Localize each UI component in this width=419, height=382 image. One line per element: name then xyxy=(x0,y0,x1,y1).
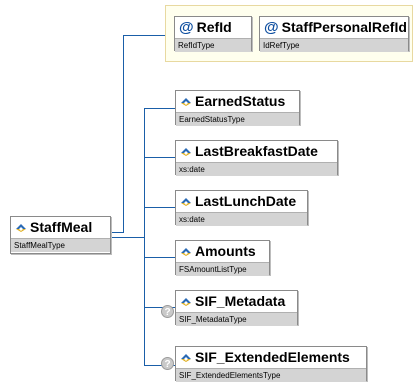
element-icon xyxy=(181,298,191,307)
root-element-type: StaffMealType xyxy=(11,238,110,252)
connector-seq-vertical xyxy=(144,108,145,365)
element-lastbreakfastdate-type: xs:date xyxy=(176,162,337,176)
element-sif-extendedelements-name: SIF_ExtendedElements xyxy=(195,349,350,365)
attribute-refid[interactable]: @RefId RefIdType xyxy=(174,16,252,52)
element-earnedstatus[interactable]: EarnedStatus EarnedStatusType xyxy=(175,90,300,126)
attribute-staffpersonalrefid-type: IdRefType xyxy=(260,38,408,52)
element-icon xyxy=(181,354,191,363)
element-amounts[interactable]: Amounts FSAmountListType xyxy=(175,240,270,276)
element-amounts-type: FSAmountListType xyxy=(176,262,269,276)
element-sif-metadata-name: SIF_Metadata xyxy=(195,293,286,309)
element-icon xyxy=(181,98,191,107)
element-earnedstatus-type: EarnedStatusType xyxy=(176,112,299,126)
element-lastbreakfastdate-name: LastBreakfastDate xyxy=(195,143,318,159)
element-lastlunchdate-name: LastLunchDate xyxy=(195,193,297,209)
element-sif-metadata[interactable]: SIF_Metadata SIF_MetadataType xyxy=(175,290,298,326)
connector-sif-metadata xyxy=(144,307,175,308)
attribute-at-icon: @ xyxy=(179,19,194,36)
element-icon xyxy=(16,224,26,233)
element-sif-metadata-type: SIF_MetadataType xyxy=(176,312,297,326)
optional-question-icon: ? xyxy=(161,305,174,318)
connector-attrs-top xyxy=(123,35,165,36)
connector-sif-extended xyxy=(144,365,175,366)
connector-amounts xyxy=(144,257,175,258)
attribute-group: @RefId RefIdType @StaffPersonalRefId IdR… xyxy=(165,5,413,62)
element-lastlunchdate-type: xs:date xyxy=(176,212,307,226)
attribute-refid-name: RefId xyxy=(196,19,232,35)
element-sif-extendedelements-type: SIF_ExtendedElementsType xyxy=(176,368,366,382)
connector-root-to-seq xyxy=(111,237,144,238)
element-sif-extendedelements[interactable]: SIF_ExtendedElements SIF_ExtendedElement… xyxy=(175,346,367,382)
connector-lastlunchdate xyxy=(144,207,175,208)
root-element-staffmeal[interactable]: StaffMeal StaffMealType xyxy=(10,216,111,254)
element-icon xyxy=(181,248,191,257)
element-lastlunchdate[interactable]: LastLunchDate xs:date xyxy=(175,190,308,226)
connector-lastbreakfastdate xyxy=(144,157,175,158)
attribute-staffpersonalrefid[interactable]: @StaffPersonalRefId IdRefType xyxy=(259,16,409,52)
element-amounts-name: Amounts xyxy=(195,243,256,259)
optional-question-icon: ? xyxy=(161,357,174,370)
attribute-refid-type: RefIdType xyxy=(175,38,251,52)
attribute-at-icon: @ xyxy=(264,19,279,36)
element-icon xyxy=(181,198,191,207)
attribute-staffpersonalrefid-name: StaffPersonalRefId xyxy=(281,19,407,35)
root-element-name: StaffMeal xyxy=(30,219,93,235)
connector-root-to-attrs-h xyxy=(111,232,123,233)
element-earnedstatus-name: EarnedStatus xyxy=(195,93,286,109)
element-lastbreakfastdate[interactable]: LastBreakfastDate xs:date xyxy=(175,140,338,176)
connector-attrs-vertical xyxy=(123,35,124,233)
element-icon xyxy=(181,148,191,157)
connector-earnedstatus xyxy=(144,108,175,109)
